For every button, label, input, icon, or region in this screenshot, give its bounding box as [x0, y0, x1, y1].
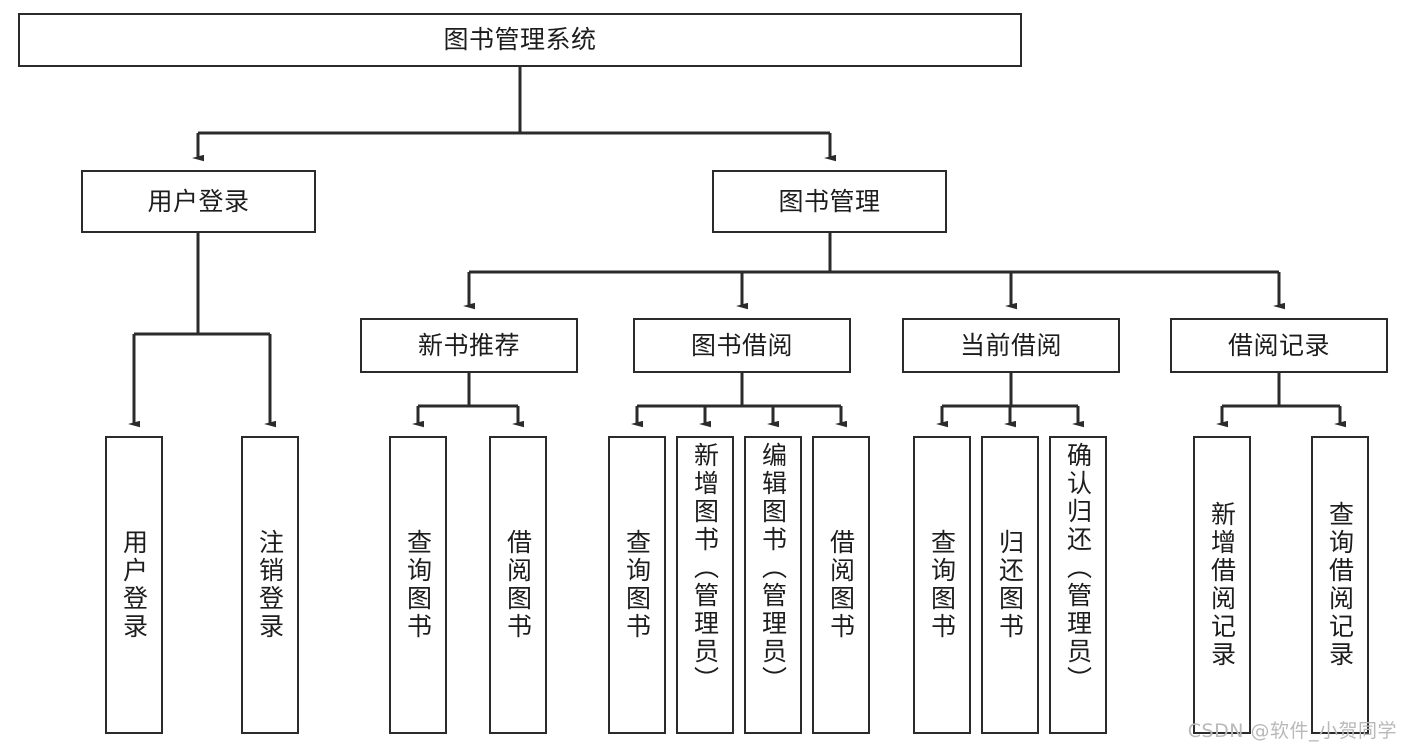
edges-book-borrow-to-leaves [631, 373, 847, 428]
node-leaf-borrow-book-2[interactable]: 借阅图书 [812, 436, 870, 734]
node-leaf-query-record-label: 查询借阅记录 [1325, 501, 1355, 669]
edges-borrow-record-to-leaves [1216, 373, 1346, 428]
node-book-borrow[interactable]: 图书借阅 [633, 318, 851, 373]
node-leaf-edit-book-label: 编辑图书（管理员） [758, 442, 788, 694]
edges-root-to-level2 [192, 67, 836, 162]
node-leaf-query-book-2[interactable]: 查询图书 [608, 436, 666, 734]
node-leaf-confirm-return-label: 确认归还（管理员） [1063, 442, 1093, 694]
node-current-borrow-label: 当前借阅 [959, 330, 1062, 360]
node-new-book-recommend-label: 新书推荐 [417, 330, 520, 360]
node-leaf-return-book-label: 归还图书 [995, 529, 1025, 641]
node-leaf-user-logout[interactable]: 注销登录 [241, 436, 299, 734]
node-leaf-user-login-label: 用户登录 [119, 529, 149, 641]
node-leaf-borrow-book-1[interactable]: 借阅图书 [489, 436, 547, 734]
node-leaf-borrow-book-1-label: 借阅图书 [503, 529, 533, 641]
node-leaf-add-book-label: 新增图书（管理员） [690, 442, 720, 694]
node-leaf-query-book-1[interactable]: 查询图书 [389, 436, 447, 734]
node-leaf-return-book[interactable]: 归还图书 [981, 436, 1039, 734]
watermark-text: CSDN @软件_小贺同学 [1187, 720, 1397, 742]
node-leaf-user-login[interactable]: 用户登录 [105, 436, 163, 734]
node-book-borrow-label: 图书借阅 [690, 330, 793, 360]
node-leaf-query-book-3[interactable]: 查询图书 [913, 436, 971, 734]
node-root[interactable]: 图书管理系统 [18, 13, 1022, 67]
edges-current-borrow-to-leaves [936, 373, 1084, 428]
node-leaf-query-book-2-label: 查询图书 [622, 529, 652, 641]
edges-new-book-recommend-to-leaves [412, 373, 524, 428]
node-book-manage[interactable]: 图书管理 [712, 170, 947, 233]
node-leaf-add-book[interactable]: 新增图书（管理员） [676, 436, 734, 734]
node-root-label: 图书管理系统 [443, 25, 597, 55]
node-leaf-user-logout-label: 注销登录 [255, 529, 285, 641]
node-user-login-label: 用户登录 [147, 186, 250, 216]
node-borrow-record[interactable]: 借阅记录 [1170, 318, 1388, 373]
node-leaf-query-book-3-label: 查询图书 [927, 529, 957, 641]
node-borrow-record-label: 借阅记录 [1227, 330, 1330, 360]
node-book-manage-label: 图书管理 [778, 186, 881, 216]
node-new-book-recommend[interactable]: 新书推荐 [360, 318, 578, 373]
node-current-borrow[interactable]: 当前借阅 [902, 318, 1120, 373]
node-leaf-query-book-1-label: 查询图书 [403, 529, 433, 641]
node-user-login[interactable]: 用户登录 [81, 170, 316, 233]
node-leaf-confirm-return[interactable]: 确认归还（管理员） [1049, 436, 1107, 734]
node-leaf-edit-book[interactable]: 编辑图书（管理员） [744, 436, 802, 734]
edges-book-manage-to-level3 [463, 233, 1285, 310]
node-leaf-add-record-label: 新增借阅记录 [1207, 501, 1237, 669]
node-leaf-borrow-book-2-label: 借阅图书 [826, 529, 856, 641]
node-leaf-add-record[interactable]: 新增借阅记录 [1193, 436, 1251, 734]
edges-user-login-to-leaves [128, 233, 276, 428]
node-leaf-query-record[interactable]: 查询借阅记录 [1311, 436, 1369, 734]
